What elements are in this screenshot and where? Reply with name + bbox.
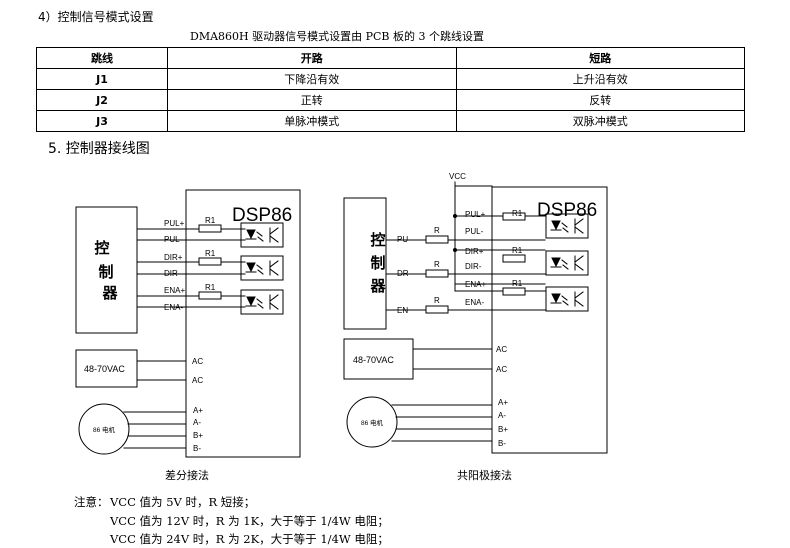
motor-pin-label: A+ (193, 406, 203, 415)
controller-char: 器 (369, 278, 386, 295)
pin-label: PUL- (465, 227, 484, 236)
resistor-label: R1 (205, 283, 216, 292)
cell-open: 正转 (167, 89, 457, 111)
pin-label: PUL+ (465, 210, 486, 219)
driver-box (185, 189, 301, 458)
motor-pin-label: A- (193, 418, 201, 427)
power-supply-box (75, 349, 138, 388)
note-line: VCC 值为 24V 时，R 为 2K，大于等于 1/4W 电阻； (110, 532, 389, 546)
optocoupler-icon (240, 255, 284, 281)
cell-short: 双脉冲模式 (455, 110, 745, 132)
optocoupler-icon (545, 250, 589, 276)
resistor-label: R1 (512, 246, 523, 255)
controller-char: 制 (98, 263, 113, 281)
pin-label: PUL+ (164, 219, 185, 228)
cell-jumper: J3 (36, 110, 168, 132)
controller-pin-label: EN (397, 306, 408, 315)
differential-wiring-diagram: 控 制 器 DSP86 PUL+ PUL- DIR+ DIR- ENA+ ENA… (75, 189, 301, 482)
jumper-table-caption: DMA860H 驱动器信号模式设置由 PCB 板的 3 个跳线设置 (190, 30, 484, 43)
resistor-label: R (434, 226, 440, 235)
pin-label: PUL- (164, 235, 183, 244)
power-supply-label: 48-70VAC (353, 355, 394, 365)
motor-pin-label: B- (498, 439, 506, 448)
pin-label: ENA- (465, 298, 484, 307)
motor-pin-label: A- (498, 411, 506, 420)
driver-name: DSP86 (232, 205, 292, 226)
pin-label: DIR+ (164, 253, 183, 262)
ac-pin-label: AC (496, 365, 507, 374)
section-5-title: 5. 控制器接线图 (48, 141, 150, 157)
note-line: VCC 值为 12V 时，R 为 1K，大于等于 1/4W 电阻； (110, 514, 389, 528)
common-anode-wiring-diagram: VCC 控 制 器 PU DR EN R R R (343, 172, 608, 482)
ac-pin-label: AC (192, 376, 203, 385)
controller-char: 控 (94, 239, 109, 257)
pin-label: ENA+ (164, 286, 185, 295)
resistor-label: R1 (512, 209, 523, 218)
pin-label: DIR+ (465, 247, 484, 256)
ac-pin-label: AC (192, 357, 203, 366)
diagram-caption: 共阳极接法 (457, 468, 512, 482)
motor-pin-label: B- (193, 444, 201, 453)
resistor-label: R1 (205, 249, 216, 258)
controller-pin-label: PU (397, 235, 408, 244)
resistor-label: R1 (205, 216, 216, 225)
resistor-label: R (434, 296, 440, 305)
motor-label: 86 电机 (93, 425, 116, 434)
controller-box (75, 206, 138, 334)
controller-char: 器 (101, 285, 118, 302)
vcc-label: VCC (449, 172, 466, 181)
controller-pin-label: DR (397, 269, 409, 278)
motor-icon (78, 403, 130, 455)
pin-label: DIR- (164, 269, 181, 278)
pin-label: ENA+ (465, 280, 486, 289)
diagram-caption: 差分接法 (165, 468, 209, 482)
motor-pin-label: B+ (498, 425, 508, 434)
notes-label: 注意： (74, 495, 109, 509)
driver-name: DSP86 (537, 200, 597, 221)
controller-char: 制 (370, 254, 385, 272)
pin-label: DIR- (465, 262, 482, 271)
motor-pin-label: B+ (193, 431, 203, 440)
power-supply-box (343, 338, 414, 380)
resistor-label: R1 (512, 279, 523, 288)
resistor-label: R (434, 260, 440, 269)
jumper-table: 跳线 开路 短路 J1 下降沿有效 上升沿有效 J2 正转 反转 J3 单脉冲模… (36, 47, 745, 132)
note-line: VCC 值为 5V 时，R 短接； (110, 495, 256, 509)
optocoupler-icon (545, 286, 589, 312)
motor-icon (346, 396, 398, 448)
motor-pin-label: A+ (498, 398, 508, 407)
motor-label: 86 电机 (361, 418, 384, 427)
ac-pin-label: AC (496, 345, 507, 354)
section-4-title: 4）控制信号模式设置 (38, 10, 154, 24)
pin-label: ENA- (164, 303, 183, 312)
power-supply-label: 48-70VAC (84, 364, 125, 374)
driver-box (491, 186, 608, 454)
optocoupler-icon (240, 222, 284, 248)
table-row: J3 单脉冲模式 双脉冲模式 (36, 110, 745, 132)
controller-box (343, 197, 387, 330)
cell-open: 单脉冲模式 (167, 110, 457, 132)
controller-char: 控 (370, 231, 385, 249)
optocoupler-icon (240, 289, 284, 315)
